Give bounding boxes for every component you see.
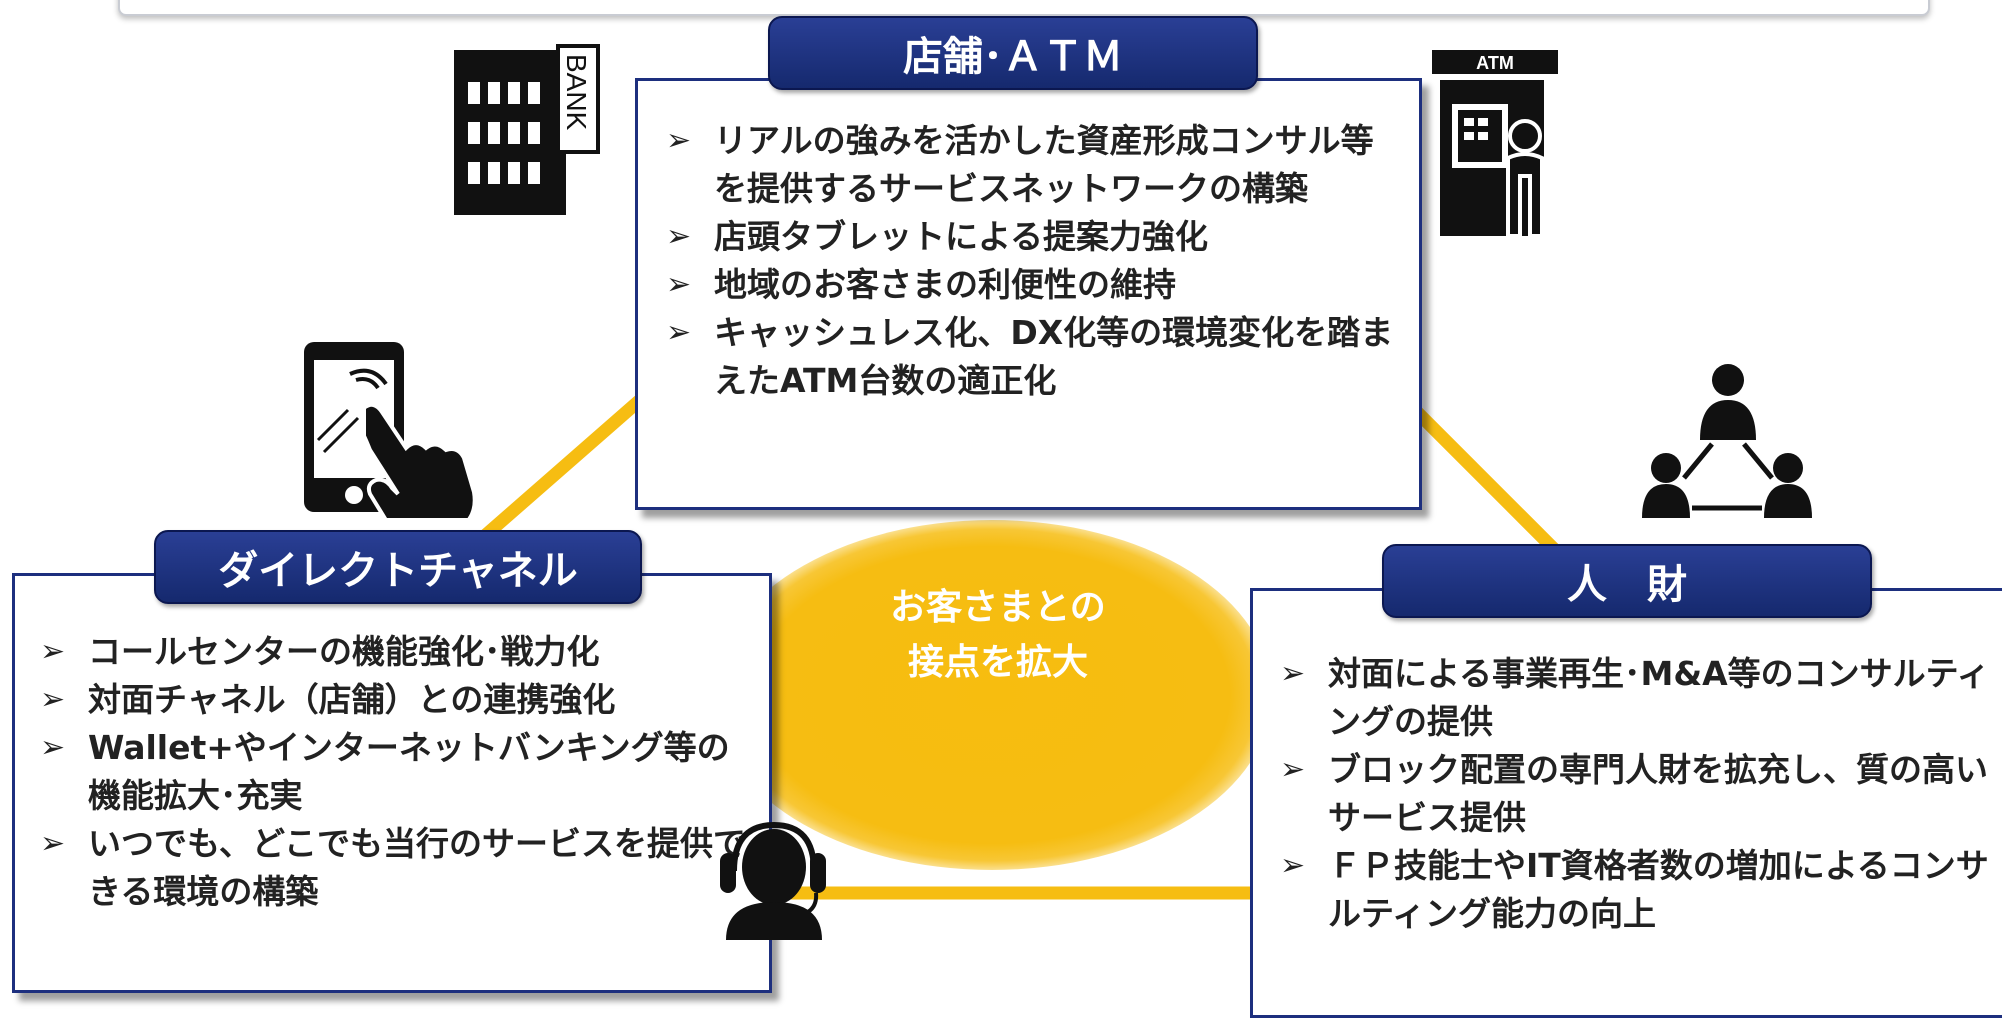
store-atm-list: ➢リアルの強みを活かした資産形成コンサル等を提供するサービスネットワークの構築 … <box>660 117 1400 405</box>
list-item-text: キャッシュレス化、DX化等の環境変化を踏まえたATM台数の適正化 <box>714 313 1394 400</box>
center-label-line1: お客さまとの <box>890 587 1106 628</box>
arrow-bullet-icon: ➢ <box>40 730 66 765</box>
arrow-bullet-icon: ➢ <box>1280 752 1306 787</box>
center-glow <box>712 520 1272 870</box>
list-item-text: 地域のお客さまの利便性の維持 <box>714 265 1176 304</box>
list-item-text: ブロック配置の専門人財を拡充し、質の高いサービス提供 <box>1328 750 1988 837</box>
list-item: ➢ いつでも、どこでも当行のサービスを提供できる環境の構築 <box>34 820 750 916</box>
list-item: ➢ キャッシュレス化、DX化等の環境変化を踏まえたATM台数の適正化 <box>660 309 1400 405</box>
bank-sign-text: BANK <box>561 54 592 131</box>
smartphone-tap-icon <box>304 342 477 518</box>
arrow-bullet-icon: ➢ <box>40 634 66 669</box>
direct-channel-list: ➢ コールセンターの機能強化･戦力化 ➢ 対面チャネル（店舗）との連携強化 ➢ Wal… <box>34 628 750 916</box>
list-item-text: いつでも、どこでも当行のサービスを提供できる環境の構築 <box>88 824 747 911</box>
list-item: ➢ ブロック配置の専門人財を拡充し、質の高いサービス提供 <box>1274 746 1990 842</box>
people-network-icon <box>1642 364 1812 518</box>
center-label-line2: 接点を拡大 <box>907 642 1088 683</box>
center-label: お客さまとの 接点を拡大 <box>808 580 1188 690</box>
list-item-text: コールセンターの機能強化･戦力化 <box>88 632 600 671</box>
arrow-bullet-icon: ➢ <box>666 267 692 302</box>
human-resources-panel <box>1250 588 2002 1018</box>
list-item: ➢ リアルの強みを活かした資産形成コンサル等を提供するサービスネットワークの構築 <box>660 117 1400 213</box>
headset-operator-icon <box>720 821 826 940</box>
list-item-text: 対面による事業再生･M&A等のコンサルティングの提供 <box>1328 654 1990 741</box>
list-item-text: Wallet+やインターネットバンキング等の機能拡大･充実 <box>88 728 730 815</box>
arrow-bullet-icon: ➢ <box>666 219 692 254</box>
list-item: ➢ 対面による事業再生･M&A等のコンサルティングの提供 <box>1274 650 1990 746</box>
list-item-text: 対面チャネル（店舗）との連携強化 <box>88 680 616 719</box>
connector-store-direct <box>475 395 645 545</box>
arrow-bullet-icon: ➢ <box>666 123 692 158</box>
list-item: ➢ 店頭タブレットによる提案力強化 <box>660 213 1400 261</box>
list-item-text: 店頭タブレットによる提案力強化 <box>714 217 1209 256</box>
human-resources-list: ➢ 対面による事業再生･M&A等のコンサルティングの提供 ➢ ブロック配置の専門人財… <box>1274 650 1990 938</box>
arrow-bullet-icon: ➢ <box>40 682 66 717</box>
list-item-text: リアルの強みを活かした資産形成コンサル等を提供するサービスネットワークの構築 <box>714 121 1374 208</box>
human-resources-title: 人 財 <box>1382 544 1872 618</box>
direct-channel-panel <box>12 573 772 993</box>
arrow-bullet-icon: ➢ <box>666 315 692 350</box>
direct-channel-title: ダイレクトチャネル <box>154 530 642 604</box>
list-item: ➢ Wallet+やインターネットバンキング等の機能拡大･充実 <box>34 724 750 820</box>
list-item-text: ＦＰ技能士やIT資格者数の増加によるコンサルティング能力の向上 <box>1328 846 1989 933</box>
arrow-bullet-icon: ➢ <box>1280 656 1306 691</box>
bank-building-icon: BANK <box>454 44 600 215</box>
arrow-bullet-icon: ➢ <box>1280 848 1306 883</box>
top-frame <box>118 0 1930 16</box>
list-item: ➢ ＦＰ技能士やIT資格者数の増加によるコンサルティング能力の向上 <box>1274 842 1990 938</box>
list-item: ➢ コールセンターの機能強化･戦力化 <box>34 628 750 676</box>
store-atm-panel <box>635 78 1422 510</box>
list-item: ➢ 対面チャネル（店舗）との連携強化 <box>34 676 750 724</box>
atm-sign-text: ATM <box>1476 53 1514 73</box>
arrow-bullet-icon: ➢ <box>40 826 66 861</box>
store-atm-title: 店舗･ＡＴＭ <box>768 16 1258 90</box>
connector-store-people <box>1410 405 1565 560</box>
atm-machine-icon: ATM <box>1432 50 1558 238</box>
list-item: ➢ 地域のお客さまの利便性の維持 <box>660 261 1400 309</box>
